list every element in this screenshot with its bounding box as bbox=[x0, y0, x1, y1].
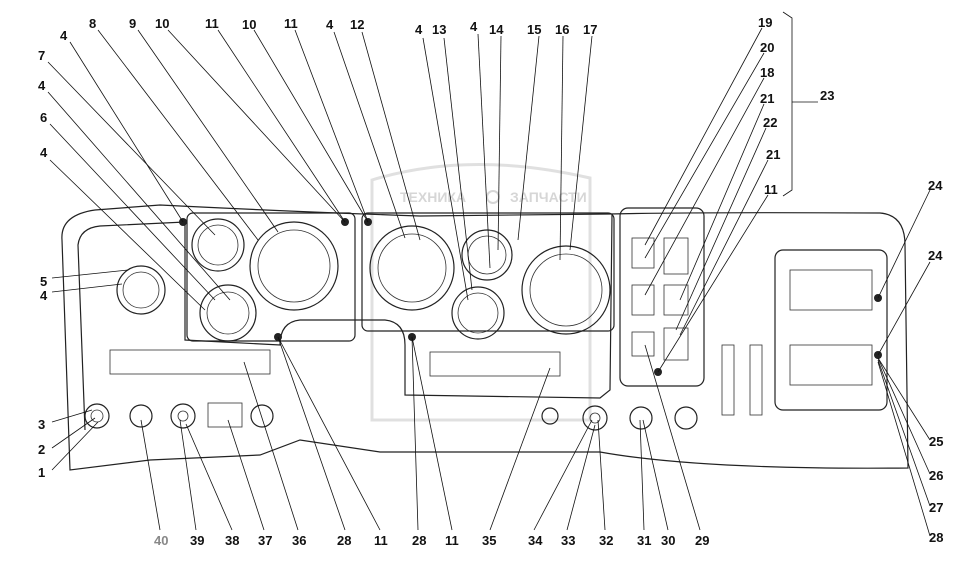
gauge-7 bbox=[191, 218, 245, 272]
switch-19[interactable] bbox=[631, 237, 655, 269]
callout-label: 13 bbox=[432, 22, 446, 37]
callout-labels: 4 8 9 10 11 10 11 4 12 4 13 4 14 15 16 1… bbox=[38, 15, 943, 548]
callout-label: 8 bbox=[89, 16, 96, 31]
callout-label: 21 bbox=[766, 147, 780, 162]
knob-right[interactable] bbox=[674, 406, 698, 430]
callout-label: 1 bbox=[38, 465, 45, 480]
knob-3[interactable] bbox=[84, 403, 110, 429]
callout-label: 4 bbox=[38, 78, 46, 93]
leader-lines bbox=[47, 11, 931, 537]
callout-label: 11 bbox=[764, 182, 778, 197]
callout-label: 37 bbox=[258, 533, 272, 548]
indicator-strip-center bbox=[429, 351, 561, 377]
callout-label: 40 bbox=[154, 533, 168, 548]
knob-33[interactable] bbox=[582, 405, 608, 431]
callout-label: 4 bbox=[415, 22, 423, 37]
callout-label: 24 bbox=[928, 248, 943, 263]
switch-29[interactable] bbox=[631, 331, 655, 357]
callout-label: 26 bbox=[929, 468, 943, 483]
gauge-5 bbox=[116, 265, 166, 315]
center-gauge-panel bbox=[361, 212, 615, 332]
gauge-12 bbox=[369, 225, 455, 311]
callout-label: 34 bbox=[528, 533, 543, 548]
callout-label: 6 bbox=[40, 110, 47, 125]
callout-label: 21 bbox=[760, 91, 774, 106]
knob-36[interactable] bbox=[250, 404, 274, 428]
callout-label: 24 bbox=[928, 178, 943, 193]
knobs bbox=[84, 218, 882, 431]
callout-label: 11 bbox=[284, 16, 298, 31]
indicator-strip-left bbox=[109, 349, 271, 375]
knob-31[interactable] bbox=[629, 406, 653, 430]
lever-left bbox=[721, 344, 735, 416]
callout-label: 18 bbox=[760, 65, 774, 80]
callout-label: 11 bbox=[205, 16, 219, 31]
callout-label: 16 bbox=[555, 22, 569, 37]
rocker-switch-37[interactable] bbox=[207, 402, 243, 428]
callout-label: 17 bbox=[583, 22, 597, 37]
callout-label: 2 bbox=[38, 442, 45, 457]
callout-label: 27 bbox=[929, 500, 943, 515]
callout-label: 4 bbox=[470, 19, 478, 34]
callout-label: 4 bbox=[40, 288, 48, 303]
knob-39[interactable] bbox=[170, 403, 196, 429]
fuse-box bbox=[774, 249, 888, 411]
callout-label: 32 bbox=[599, 533, 613, 548]
switch-hazard[interactable] bbox=[631, 284, 655, 316]
callout-label: 5 bbox=[40, 274, 47, 289]
callout-label: 14 bbox=[489, 22, 504, 37]
left-gauge-panel bbox=[186, 212, 356, 342]
callout-label: 10 bbox=[242, 17, 256, 32]
callout-label: 28 bbox=[929, 530, 943, 545]
callout-label: 30 bbox=[661, 533, 675, 548]
callout-label: 38 bbox=[225, 533, 239, 548]
callout-label: 4 bbox=[326, 17, 334, 32]
callout-label: 11 bbox=[445, 533, 459, 548]
callout-label: 20 bbox=[760, 40, 774, 55]
callout-label: 36 bbox=[292, 533, 306, 548]
callout-label: 11 bbox=[374, 533, 388, 548]
gauge-13 bbox=[451, 286, 505, 340]
callout-label: 4 bbox=[40, 145, 48, 160]
callout-label: 9 bbox=[129, 16, 136, 31]
knob-small[interactable] bbox=[541, 407, 559, 425]
gauge-17 bbox=[521, 245, 611, 335]
callout-label: 25 bbox=[929, 434, 943, 449]
dashboard-outline bbox=[61, 204, 909, 471]
callout-label: 3 bbox=[38, 417, 45, 432]
watermark: ТЕХНИКА ЗАПЧАСТИ bbox=[370, 162, 592, 422]
switch-blank[interactable] bbox=[663, 237, 689, 275]
gauge-6 bbox=[199, 284, 257, 342]
callout-label: 29 bbox=[695, 533, 709, 548]
knob-40[interactable] bbox=[129, 404, 153, 428]
callout-label: 28 bbox=[412, 533, 426, 548]
switch-panel bbox=[619, 207, 705, 387]
callout-label: 10 bbox=[155, 16, 169, 31]
gauges bbox=[116, 218, 611, 342]
gauge-9 bbox=[249, 221, 339, 311]
callout-label: 12 bbox=[350, 17, 364, 32]
callout-label: 22 bbox=[763, 115, 777, 130]
gauge-14 bbox=[461, 229, 513, 281]
fuse-block-top bbox=[789, 269, 873, 311]
callout-label: 4 bbox=[60, 28, 68, 43]
callout-label: 15 bbox=[527, 22, 541, 37]
fuse-block-bottom bbox=[789, 344, 873, 386]
lever-right bbox=[749, 344, 763, 416]
switch-22[interactable] bbox=[663, 327, 689, 361]
callout-label: 19 bbox=[758, 15, 772, 30]
watermark-right: ЗАПЧАСТИ bbox=[510, 189, 587, 205]
callout-label: 23 bbox=[820, 88, 834, 103]
callout-label: 7 bbox=[38, 48, 45, 63]
callout-label: 35 bbox=[482, 533, 496, 548]
callout-label: 31 bbox=[637, 533, 651, 548]
callout-label: 28 bbox=[337, 533, 351, 548]
callout-label: 33 bbox=[561, 533, 575, 548]
switch-21[interactable] bbox=[663, 284, 689, 316]
callout-label: 39 bbox=[190, 533, 204, 548]
